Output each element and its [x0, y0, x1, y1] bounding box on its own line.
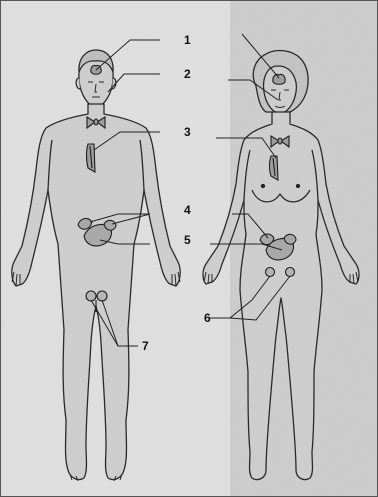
male-testis-right [97, 291, 107, 301]
callout-5: 5 [184, 234, 191, 246]
female-pituitary-gland [273, 74, 285, 84]
male-adrenal-right [104, 220, 116, 230]
female-thyroid-isthmus [278, 138, 282, 144]
callout-6: 6 [204, 312, 211, 324]
callout-3: 3 [184, 126, 191, 138]
female-nipple-left [261, 184, 264, 187]
female-nipple-right [296, 184, 299, 187]
female-adrenal-right [284, 234, 296, 244]
male-testis-left [86, 291, 96, 301]
callout-2: 2 [184, 68, 191, 80]
male-thyroid-isthmus [94, 119, 98, 125]
female-ovary-right [286, 268, 295, 277]
callout-4: 4 [184, 204, 191, 216]
female-ovary-left [266, 268, 275, 277]
callout-1: 1 [184, 34, 191, 46]
callout-7: 7 [142, 340, 149, 352]
